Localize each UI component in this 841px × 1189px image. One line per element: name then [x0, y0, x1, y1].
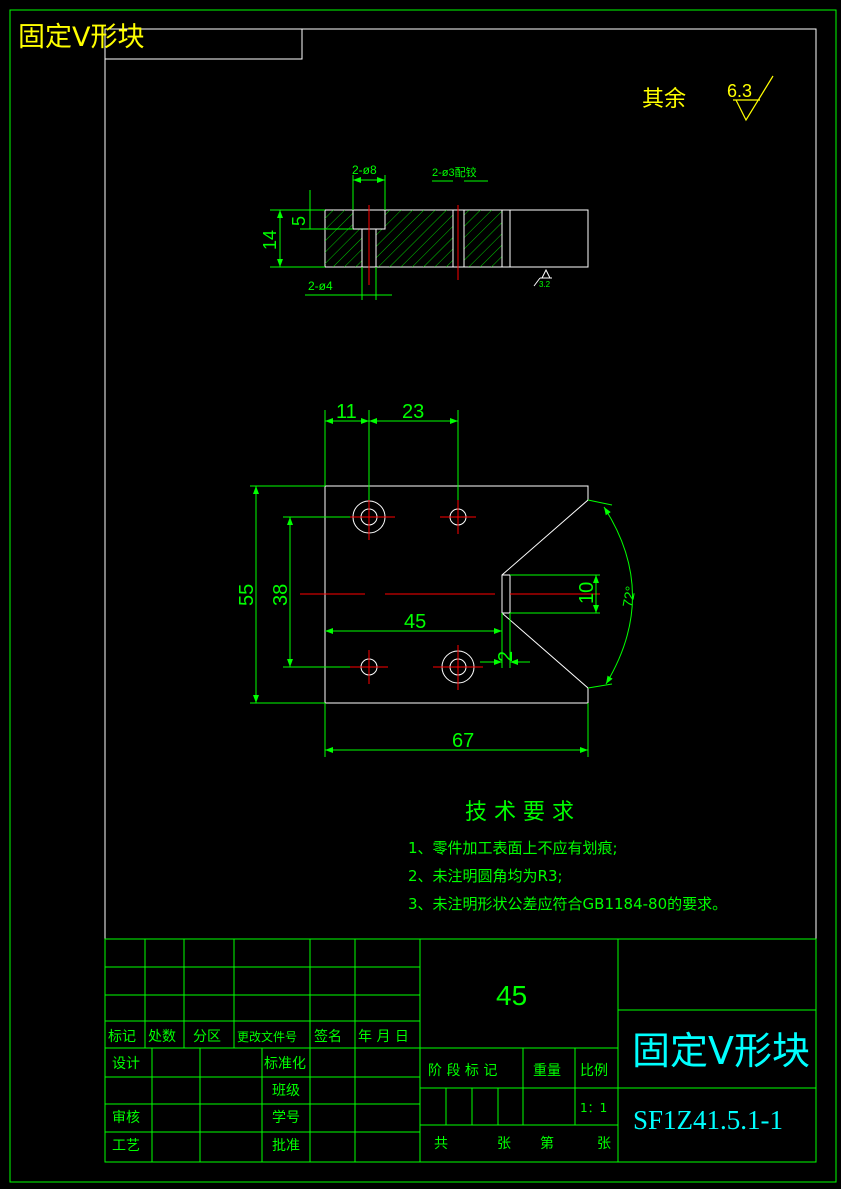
dim-2: 2: [495, 651, 517, 662]
dim-45: 45: [404, 611, 426, 633]
roughness-label: 其余: [642, 87, 686, 112]
dim-55: 55: [236, 584, 258, 606]
label-approve: 批准: [272, 1138, 300, 1154]
label-design: 设计: [112, 1056, 140, 1072]
label-weight: 重量: [533, 1063, 561, 1079]
rev-header-sign: 签名: [314, 1028, 342, 1045]
label-sheets-2: 张: [597, 1136, 611, 1152]
dim-depth: 5: [289, 216, 309, 226]
label-total: 共: [434, 1136, 448, 1152]
scale-value: 1：1: [580, 1101, 607, 1115]
dim-23: 23: [402, 401, 424, 423]
label-standard: 标准化: [264, 1056, 306, 1072]
tech-title: 技 术 要 求: [465, 800, 574, 825]
dim-67: 67: [452, 730, 474, 752]
roughness-value: 6.3: [727, 81, 752, 101]
part-name: 固定V形块: [632, 1029, 810, 1073]
material: 45: [496, 980, 527, 1011]
label-student-id: 学号: [272, 1110, 300, 1126]
title-block: [104, 938, 817, 1163]
roughness-symbol: [733, 75, 774, 122]
rev-header-docno: 更改文件号: [237, 1029, 297, 1044]
side-view: 2-ø8 2-ø3配铰 2-ø4 14 5 3.2: [260, 163, 589, 300]
label-process: 工艺: [112, 1138, 140, 1154]
label-scale: 比例: [580, 1063, 608, 1079]
hatch-area-2: [464, 210, 502, 267]
dim-pin: 2-ø3配铰: [432, 165, 477, 179]
dim-38: 38: [270, 584, 292, 606]
inner-frame: [104, 28, 817, 1163]
roughness-small: 3.2: [539, 280, 551, 289]
corner-title-box: [104, 28, 303, 60]
rev-header-mark: 标记: [108, 1029, 136, 1045]
label-class: 班级: [272, 1083, 300, 1099]
label-sheets: 张: [497, 1136, 511, 1152]
outer-border: [9, 9, 837, 1183]
rev-header-date: 年 月 日: [358, 1029, 409, 1045]
dim-10: 10: [576, 582, 598, 604]
tech-item-2: 2、未注明圆角均为R3;: [408, 867, 563, 885]
title-block-labels: 标记 处数 分区 更改文件号 签名 年 月 日 设计 标准化 班级 审核 学号 …: [108, 1028, 611, 1154]
dim-angle: 72°: [619, 585, 638, 609]
drawing-number: SF1Z41.5.1-1: [633, 1105, 783, 1135]
tech-item-1: 1、零件加工表面上不应有划痕;: [408, 839, 618, 857]
dim-11: 11: [336, 401, 357, 423]
dim-thickness: 14: [260, 230, 280, 250]
dim-hole: 2-ø4: [308, 279, 333, 293]
roughness-symbol-small: [533, 268, 552, 287]
rev-header-zone: 分区: [193, 1029, 221, 1045]
tech-item-3: 3、未注明形状公差应符合GB1184-80的要求。: [408, 895, 727, 913]
angle-arc: [603, 506, 633, 685]
rev-header-count: 处数: [148, 1029, 176, 1045]
hatch-area-1: [325, 210, 453, 267]
label-sheet-no: 第: [540, 1135, 554, 1152]
top-view: 11 23 55 38 45 2 10 67 72°: [236, 401, 639, 757]
label-review: 审核: [112, 1110, 140, 1126]
label-stage-mark: 阶 段 标 记: [428, 1063, 497, 1079]
dim-counterbore: 2-ø8: [352, 163, 377, 177]
corner-title: 固定V形块: [18, 22, 144, 53]
